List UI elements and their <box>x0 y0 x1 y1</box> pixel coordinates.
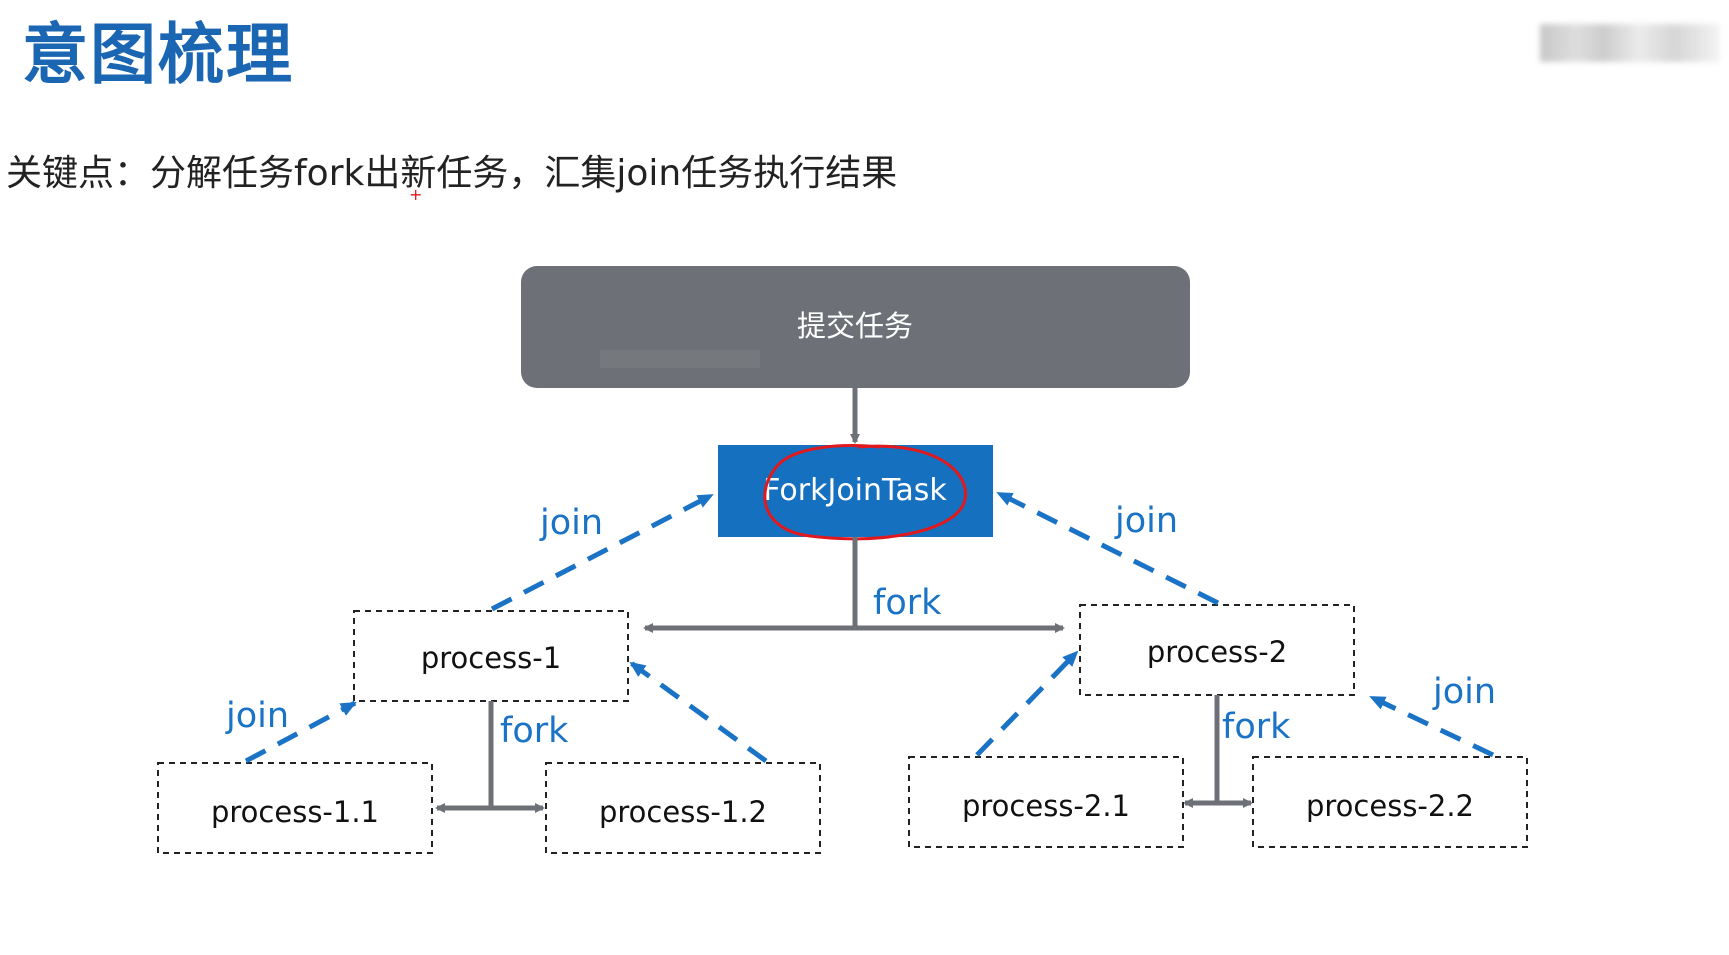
join-p2-root-label: join <box>1114 501 1178 541</box>
join-p21-p2-arrow <box>975 650 1079 757</box>
join-p2-root-arrow <box>996 490 1220 606</box>
join-p22-p2-label: join <box>1432 672 1496 712</box>
cursor-mark: + <box>409 185 422 204</box>
submit-task-label: 提交任务 <box>797 309 913 343</box>
fork-p2-label: fork <box>1222 707 1291 747</box>
process-2-2-label: process-2.2 <box>1306 789 1474 823</box>
join-p12-p1-arrow <box>629 660 768 764</box>
join-p22-p2-arrow <box>1369 694 1495 758</box>
process-2-1-node: process-2.1 <box>908 756 1184 848</box>
blurred-logo <box>1540 24 1720 62</box>
submit-task-node: 提交任务 <box>521 266 1190 388</box>
forkjointask-node: ForkJoinTask <box>718 445 993 537</box>
slide-title: 意图梳理 <box>22 16 294 93</box>
process-1-2-node: process-1.2 <box>545 762 821 854</box>
process-1-1-label: process-1.1 <box>211 795 379 829</box>
process-2-2-node: process-2.2 <box>1252 756 1528 848</box>
join-p1-root-arrow <box>490 492 714 612</box>
process-1-node: process-1 <box>353 610 629 702</box>
join-p11-p1-label: join <box>225 696 289 736</box>
process-1-2-label: process-1.2 <box>599 795 767 829</box>
process-2-node: process-2 <box>1079 604 1355 696</box>
highlight-circle <box>763 444 967 541</box>
fork-root-label: fork <box>873 583 942 623</box>
join-p11-p1-arrow <box>244 700 357 764</box>
process-1-1-node: process-1.1 <box>157 762 433 854</box>
process-1-label: process-1 <box>421 641 561 675</box>
slide-subtitle: 关键点：分解任务fork出新任务，汇集join任务执行结果 <box>6 153 898 194</box>
join-p1-root-label: join <box>539 503 603 543</box>
process-2-label: process-2 <box>1147 635 1287 669</box>
forkjointask-label: ForkJoinTask <box>763 473 947 508</box>
fork-p1-label: fork <box>500 711 569 751</box>
process-2-1-label: process-2.1 <box>962 789 1130 823</box>
